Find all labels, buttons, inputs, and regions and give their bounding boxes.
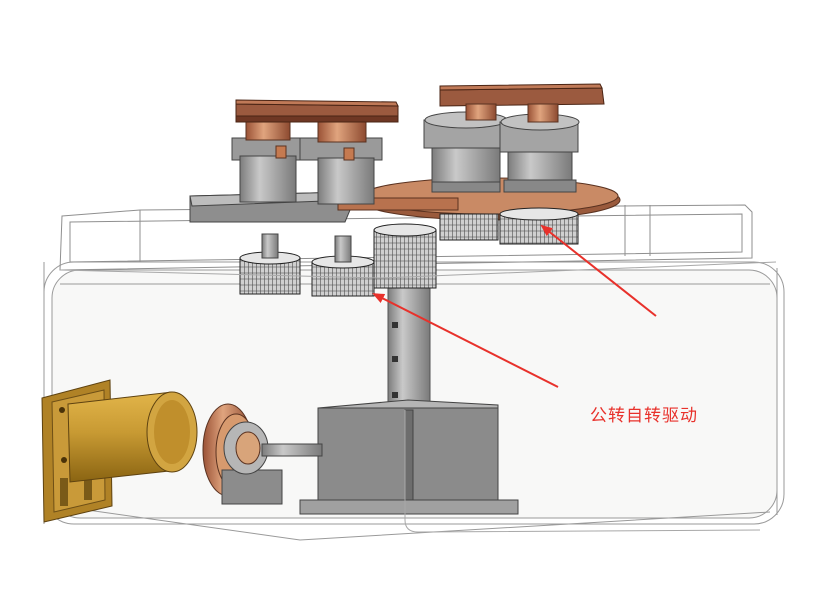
planet-gear-left <box>239 233 301 295</box>
clamp-plate-right <box>439 83 605 123</box>
arrow-to-outer-gear <box>540 224 657 317</box>
spindle-station-middle <box>299 119 383 205</box>
planet-gear-right <box>311 235 375 297</box>
sun-gear <box>373 223 437 289</box>
spindle-station-right-b <box>499 113 580 193</box>
planet-gear-back <box>439 207 579 245</box>
arrow-to-planet-gear <box>372 293 559 388</box>
annotation-arrows <box>372 224 657 388</box>
drive-motor <box>41 379 323 523</box>
clamp-plate-left <box>235 99 399 123</box>
spindle-station-left <box>231 117 303 203</box>
annotation-label: 公转自转驱动 <box>590 406 698 426</box>
housing-front-edges <box>59 261 777 533</box>
gearbox-block <box>299 399 519 515</box>
spindle-station-right-a <box>423 111 508 193</box>
